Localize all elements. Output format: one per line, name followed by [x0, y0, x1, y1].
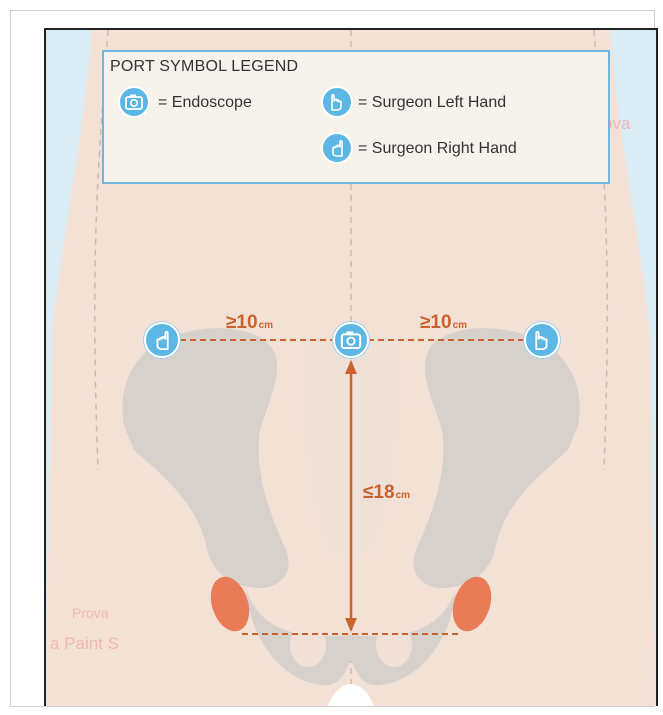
left-hand-port	[524, 322, 560, 358]
right-hand-icon	[321, 132, 353, 164]
pelvis-right-foramen	[376, 623, 412, 667]
legend-endoscope-label: = Endoscope	[158, 94, 252, 112]
right-hand-icon	[146, 324, 178, 356]
port-symbol-legend: PORT SYMBOL LEGEND = Endoscope = Surgeon…	[102, 50, 610, 184]
watermark-text: Prova	[72, 605, 109, 621]
right-distance-label: ≥10cm	[420, 312, 467, 334]
legend-right-hand-label: = Surgeon Right Hand	[358, 140, 517, 158]
laparoscopic-port-diagram: Prova Prova a Paint S PORT SYMBOL LEGEND…	[44, 28, 658, 706]
vertical-distance-unit: cm	[396, 490, 410, 501]
right-distance-unit: cm	[453, 320, 467, 331]
left-distance-value: ≥10	[226, 312, 258, 333]
legend-title: PORT SYMBOL LEGEND	[110, 58, 298, 76]
image-frame: Prova Prova a Paint S PORT SYMBOL LEGEND…	[10, 10, 655, 707]
left-distance-unit: cm	[259, 320, 273, 331]
camera-icon	[335, 324, 367, 356]
left-distance-label: ≥10cm	[226, 312, 273, 334]
vertical-distance-value: ≤18	[363, 482, 395, 503]
watermark-text: a Paint S	[50, 634, 119, 654]
right-hand-port	[144, 322, 180, 358]
pelvis-left-foramen	[290, 623, 326, 667]
vertical-distance-label: ≤18cm	[363, 482, 410, 504]
left-hand-icon	[321, 86, 353, 118]
right-distance-value: ≥10	[420, 312, 452, 333]
legend-left-hand-label: = Surgeon Left Hand	[358, 94, 506, 112]
left-hand-icon	[526, 324, 558, 356]
endoscope-port	[333, 322, 369, 358]
camera-icon	[118, 86, 150, 118]
